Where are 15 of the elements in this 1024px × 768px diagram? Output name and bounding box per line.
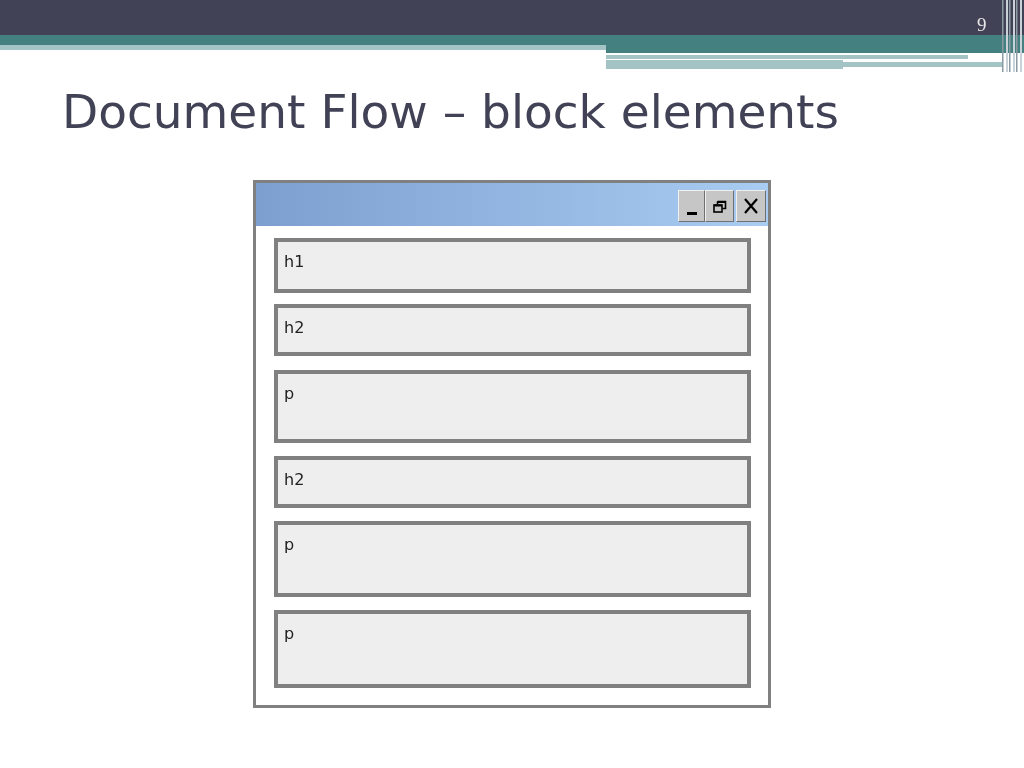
page-number: 9 (977, 15, 987, 34)
block-element-box (274, 610, 751, 688)
element-tag-label: h2 (284, 470, 305, 490)
block-element-box (274, 456, 751, 508)
block-element-box (274, 521, 751, 597)
slide-title: Document Flow – block elements (62, 86, 840, 138)
window-frame (253, 180, 771, 708)
element-tag-label: h1 (284, 252, 305, 272)
block-element-box (274, 238, 751, 293)
element-tag-label: p (284, 535, 295, 555)
element-tag-label: p (284, 624, 295, 644)
element-tag-label: p (284, 384, 295, 404)
block-element-box (274, 370, 751, 443)
element-tag-label: h2 (284, 318, 305, 338)
block-element-box (274, 304, 751, 356)
